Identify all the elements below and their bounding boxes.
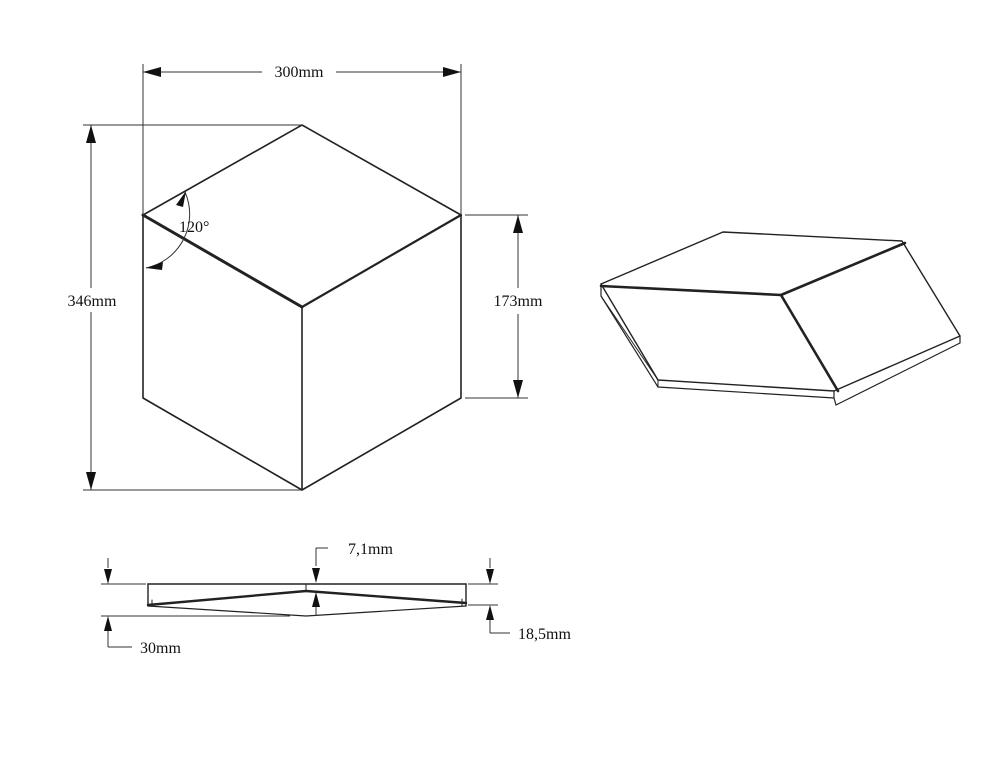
front-view [141,124,463,491]
isometric-view [599,231,961,406]
inner-edge-right [300,213,463,309]
dimension-height-left: 346mm [68,124,302,491]
dimension-width-top: 300mm [142,64,462,215]
dimension-depth-total: 30mm [101,558,290,657]
label-width-300: 300mm [275,64,324,81]
iso-top-face [600,231,961,392]
side-profile-view [146,583,468,617]
dimension-thickness-center: 7,1mm [312,541,393,616]
label-thickness-7-1: 7,1mm [348,541,393,558]
dimension-depth-edge: 18,5mm [468,558,571,643]
iso-inner-edge-right [779,241,907,297]
iso-inner-edge-front [599,284,783,297]
angle-annotation: 120° [145,191,209,270]
label-angle-120: 120° [179,219,209,236]
dimension-height-right: 173mm [465,214,543,399]
inner-edge-left [141,213,304,309]
label-depth-30: 30mm [140,640,181,657]
label-depth-18-5: 18,5mm [518,626,571,643]
iso-inner-edge-down [779,293,840,393]
label-height-173: 173mm [494,293,543,310]
label-height-346: 346mm [68,293,117,310]
